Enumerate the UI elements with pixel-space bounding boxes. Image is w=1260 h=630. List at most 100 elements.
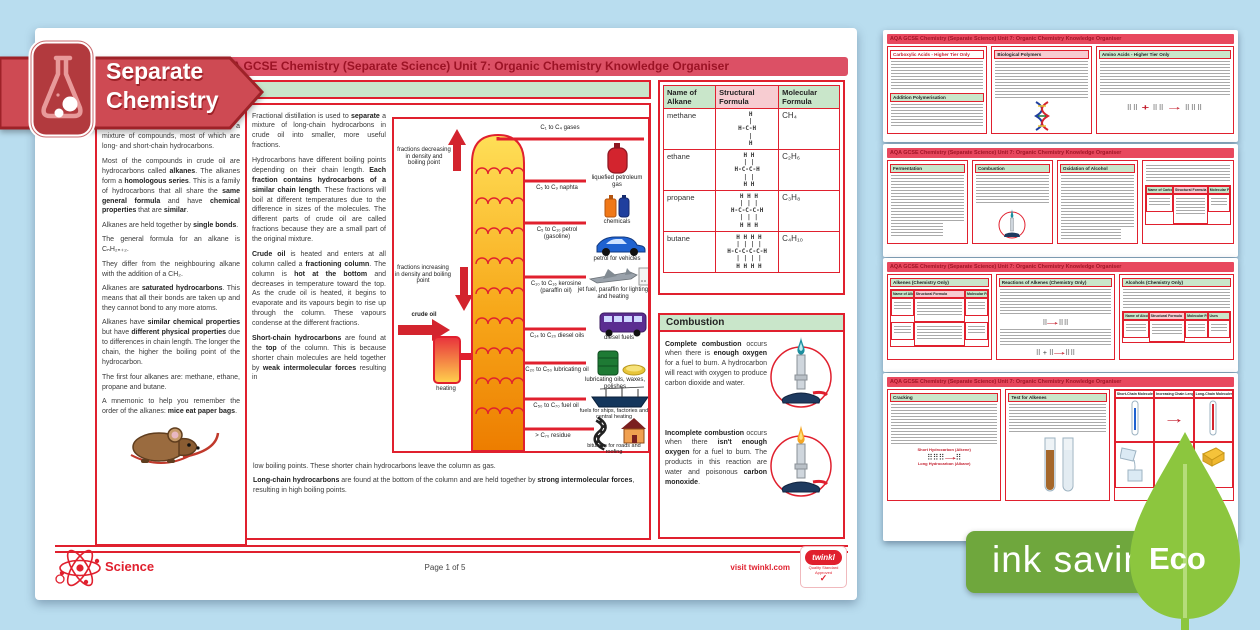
section-header: Combustion bbox=[974, 164, 1050, 173]
twinkl-quality-badge[interactable]: twinkl Quality Standard Approved ✓ bbox=[800, 546, 847, 588]
paragraph: Short-chain hydrocarbons are found at th… bbox=[252, 334, 387, 382]
science-atom-logo bbox=[55, 549, 101, 587]
section-header: Test for Alkenes bbox=[1008, 393, 1107, 402]
short-hydrocarbon-label: Short Hydrocarbon (Alkene) bbox=[917, 447, 971, 452]
preview-column: Fermentation bbox=[887, 160, 968, 244]
alkane-table: Name of Alkane Structural Formula Molecu… bbox=[662, 85, 840, 273]
section-header: Fermentation bbox=[890, 164, 965, 173]
fractionating-column-art bbox=[398, 129, 648, 451]
mini-table-header: Name of Alcohol bbox=[1123, 312, 1149, 320]
up-arrow-icon bbox=[448, 129, 466, 171]
car-icon bbox=[596, 236, 646, 256]
preview-column: Carboxylic Acids - Higher Tier Only Addi… bbox=[887, 46, 988, 134]
fraction-range-label: C₅ to C₁₀ petrol (gasoline) bbox=[536, 227, 578, 240]
fraction-range-label: C₁ to C₄ gases bbox=[540, 125, 580, 131]
eco-leaf-icon bbox=[1130, 432, 1240, 630]
bitumen-road-house-icon bbox=[593, 416, 646, 451]
quality-approved-label: Quality Standard Approved bbox=[808, 565, 839, 575]
section-header: Alcohols (Chemistry Only) bbox=[1122, 278, 1231, 287]
fractional-distillation-panel: Fractional distillation is used to separ… bbox=[245, 103, 651, 540]
lpg-cylinder-icon bbox=[607, 143, 628, 174]
fraction-range-label: C₁₄ to C₂₀ diesel oils bbox=[529, 333, 585, 339]
preview-column: Cracking Short Hydrocarbon (Alkene) ⠿⠿⠿→… bbox=[887, 389, 1002, 501]
table-row: butane H H H H | | | | H-C-C-C-C-H | | |… bbox=[662, 230, 840, 273]
footer-divider bbox=[55, 545, 848, 553]
table-row: propane H H H | | | H-C-C-C-H | | | H H … bbox=[662, 189, 840, 232]
mini-table-header: Molecular Formula bbox=[964, 290, 988, 298]
crude-oil-label: crude oil bbox=[411, 312, 437, 318]
fraction-product-label: fuels for ships, factories and central h… bbox=[579, 408, 649, 421]
preview-column: Oxidation of Alcohol bbox=[1056, 160, 1138, 244]
mini-table-header: Short-Chain Molecules bbox=[1114, 390, 1155, 398]
page-number: Page 1 of 5 bbox=[424, 563, 466, 572]
ship-icon bbox=[591, 386, 648, 408]
bromine-test-tubes-icon bbox=[1044, 437, 1074, 492]
combustion-panel: Combustion Complete combustion occurs wh… bbox=[658, 313, 845, 539]
ribbon-text: Separate Chemistry bbox=[106, 58, 219, 113]
long-hydrocarbon-label: Long Hydrocarbon (Alkane) bbox=[917, 461, 971, 467]
mini-table-header: Structural Formula bbox=[913, 290, 965, 298]
distillation-text-column: Fractional distillation is used to separ… bbox=[252, 107, 386, 388]
paragraph: low boiling points. These shorter chain … bbox=[253, 462, 496, 470]
distillation-bottom-text: low boiling points. These shorter chain … bbox=[253, 457, 643, 500]
preview-column: Alcohols (Chemistry Only) Name of Alcoho… bbox=[1119, 274, 1234, 360]
flask-icon bbox=[28, 38, 96, 140]
bunsen-burner-complete-icon bbox=[770, 337, 832, 408]
fractionating-column-diagram: fractions decreasing in density and boil… bbox=[392, 117, 650, 456]
mini-table-header: Increasing Chain Length bbox=[1154, 390, 1194, 398]
preview-column: Short-Chain Molecules Increasing Chain L… bbox=[1113, 389, 1234, 501]
oil-barrel-icon bbox=[597, 350, 646, 376]
mini-table-header: Structural Formula bbox=[1148, 312, 1186, 320]
complete-combustion-text: Complete combustion occurs when there is… bbox=[665, 340, 767, 388]
preview-column: Alkenes (Chemistry Only) Name of Alkene … bbox=[887, 274, 992, 360]
chemical-bottles-icon bbox=[604, 195, 630, 218]
jet-icon bbox=[588, 267, 648, 286]
down-arrow-icon bbox=[455, 267, 473, 311]
column-header: Name of Alkane bbox=[662, 85, 717, 109]
crude-oil-arrow-icon bbox=[398, 319, 450, 341]
preview-page-title: AQA GCSE Chemistry (Separate Science) Un… bbox=[887, 148, 1234, 158]
section-header: Reactions of Alkenes (Chemistry Only) bbox=[998, 278, 1113, 287]
fraction-range-label: C₁₀ to C₁₆ kerosine (paraffin oil) bbox=[530, 281, 582, 294]
paragraph: Alkanes are saturated hydrocarbons. This… bbox=[102, 285, 240, 312]
table-row: methane H | H-C-H | H CH₄ bbox=[662, 108, 840, 150]
main-page: AQA GCSE Chemistry (Separate Science) Un… bbox=[35, 28, 857, 600]
preview-page-title: AQA GCSE Chemistry (Separate Science) Un… bbox=[887, 34, 1234, 44]
fraction-product-label: lubricating oils, waxes, polishes bbox=[584, 377, 646, 390]
section-header: Oxidation of Alcohol bbox=[1059, 164, 1135, 173]
fraction-product-label: bitumen for roads and roofing bbox=[587, 443, 641, 456]
preview-page-2[interactable]: AQA GCSE Chemistry (Separate Science) Un… bbox=[883, 30, 1238, 142]
fraction-product-label: diesel fuels bbox=[603, 335, 635, 341]
section-header: Alkenes (Chemistry Only) bbox=[890, 278, 989, 287]
preview-column: Amino Acids - Higher Tier Only ⠿⠿ + ⠿⠿ →… bbox=[1095, 46, 1234, 134]
eco-label: Eco bbox=[1149, 541, 1206, 576]
fraction-range-label: C₂₀ to C₅₀ lubricating oil bbox=[525, 367, 589, 373]
paragraph: Alkanes are held together by single bond… bbox=[102, 221, 239, 229]
fraction-range-label: > C₇₀ residue bbox=[535, 433, 571, 439]
preview-column: Name of Carboxylic Acid Structural Formu… bbox=[1141, 160, 1234, 244]
section-header: Carboxylic Acids - Higher Tier Only bbox=[890, 50, 985, 59]
checkmark-icon: ✓ bbox=[819, 572, 828, 583]
bus-icon bbox=[599, 312, 647, 337]
fraction-product-label: liquefied petroleum gas bbox=[591, 175, 643, 188]
paragraph: Fractional distillation is used to separ… bbox=[252, 112, 386, 150]
dna-icon bbox=[1033, 101, 1050, 131]
column-header: Structural Formula bbox=[715, 85, 780, 109]
section-header: Addition Polymerisation bbox=[890, 93, 985, 102]
bunsen-burner-incomplete-icon bbox=[770, 425, 832, 497]
preview-page-4[interactable]: AQA GCSE Chemistry (Separate Science) Un… bbox=[883, 258, 1238, 372]
thermometer-icon bbox=[1209, 400, 1217, 436]
mini-table-header: Molecular Formula bbox=[1207, 186, 1230, 194]
incomplete-combustion-text: Incomplete combustion occurs when there … bbox=[665, 429, 767, 487]
visit-twinkl-link[interactable]: visit twinkl.com bbox=[730, 563, 790, 572]
science-brand-label: Science bbox=[105, 559, 155, 574]
crude-oil-text-panel: Crude oil is a non-renewable resource, a… bbox=[95, 103, 247, 546]
paragraph: Hydrocarbons have different boiling poin… bbox=[252, 156, 386, 244]
thermometer-icon bbox=[1131, 400, 1138, 436]
section-header: Biological Polymers bbox=[994, 50, 1089, 59]
preview-page-3[interactable]: AQA GCSE Chemistry (Separate Science) Un… bbox=[883, 144, 1238, 257]
pouring-liquid-icon bbox=[1118, 447, 1142, 482]
preview-page-title: AQA GCSE Chemistry (Separate Science) Un… bbox=[887, 377, 1234, 387]
heater-icon bbox=[433, 336, 461, 384]
